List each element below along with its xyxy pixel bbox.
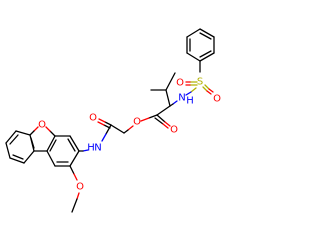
- bond-r3: [46, 135, 56, 152]
- bond-r6: [69, 150, 80, 167]
- atom-sulfur: S: [197, 77, 203, 88]
- bond-f2-b: [29, 130, 35, 136]
- bond-r1-inner: [67, 138, 76, 152]
- bond-ester-co-a: [156, 114, 166, 123]
- bond-l5: [23, 150, 35, 164]
- bond-f2-a: [33, 126, 39, 132]
- bond-ca-cco: [156, 105, 171, 116]
- atom-sulfonamide-hydrogen: H: [186, 96, 194, 107]
- dibenzofuran-right-ring: [46, 135, 80, 167]
- bond-amide-co-d: [97, 121, 105, 126]
- molecule-structure: S O O N H O O O N H O O: [5, 28, 221, 213]
- atom-sulfonyl-oxygen-right: O: [213, 94, 221, 105]
- bond-amide-co-a: [104, 121, 112, 126]
- molecule-canvas: S O O N H O O O N H O O: [5, 28, 222, 213]
- bond-ome-c: [76, 192, 80, 200]
- bond-s-n-b: [185, 91, 192, 96]
- bond-l1: [15, 130, 31, 136]
- bond-ph6: [199, 52, 215, 62]
- bond-l2-inner: [9, 134, 19, 145]
- bond-s-o-right-a: [202, 86, 208, 92]
- bond-ph3: [186, 28, 201, 38]
- bond-ph1: [186, 52, 201, 62]
- bond-l2: [5, 130, 17, 144]
- bond-r4: [46, 150, 56, 167]
- atom-sulfonamide-nitrogen: N: [178, 93, 185, 104]
- bond-o-ch2-b: [123, 129, 129, 134]
- atom-ester-oxygen: O: [133, 117, 141, 128]
- bond-ph4-inner: [199, 32, 212, 40]
- bond-l4: [9, 157, 25, 164]
- bond-s-o-right-d: [208, 88, 214, 93]
- atom-amide-nitrogen: N: [94, 143, 101, 154]
- bond-ester-c-o-a: [148, 114, 158, 119]
- bond-ca-cb: [165, 89, 171, 107]
- atom-ester-carbonyl-oxygen: O: [170, 125, 178, 136]
- bond-ome-b: [73, 173, 78, 181]
- bond-s-o-right-b: [206, 90, 212, 95]
- bond-ph6-inner: [199, 50, 212, 58]
- bond-l4-inner: [12, 154, 24, 160]
- bond-ester-co-d: [162, 123, 169, 129]
- bond-n-dbf-a: [82, 149, 89, 152]
- bond-f1-a: [49, 130, 56, 137]
- bond-ester-c-o-b: [140, 117, 150, 122]
- bond-camide-n-b: [101, 133, 107, 142]
- bond-ester-co-c: [154, 117, 164, 125]
- bond-o-ch2-a: [127, 125, 134, 131]
- atom-amide-hydrogen: H: [87, 143, 95, 154]
- atom-methoxy-oxygen: O: [76, 182, 84, 193]
- bond-amide-co-b: [98, 118, 106, 123]
- bond-l3: [5, 142, 11, 159]
- bond-ch2-camide: [110, 124, 125, 134]
- bond-s-o-right-c: [204, 84, 210, 90]
- bond-ph4: [199, 28, 215, 38]
- atom-furan-oxygen: O: [38, 120, 46, 131]
- bond-ome-d: [71, 198, 78, 213]
- atom-sulfonyl-oxygen-top: O: [176, 78, 184, 89]
- bond-s-n-a: [190, 87, 197, 93]
- bond-r1: [69, 135, 80, 152]
- bond-n-ca: [172, 100, 178, 105]
- bond-f1-b: [45, 126, 51, 132]
- bond-ome-a: [69, 165, 75, 175]
- dibenzofuran-left-ring: [5, 130, 35, 164]
- atom-amide-carbonyl-oxygen: O: [89, 113, 97, 124]
- bond-ester-co-b: [164, 121, 171, 127]
- bond-camide-n-a: [105, 124, 112, 135]
- bond-l6-inner: [30, 137, 35, 149]
- bond-r3-inner: [49, 139, 57, 152]
- bond-cb-me1: [165, 72, 176, 91]
- phenyl-ring: [186, 28, 215, 62]
